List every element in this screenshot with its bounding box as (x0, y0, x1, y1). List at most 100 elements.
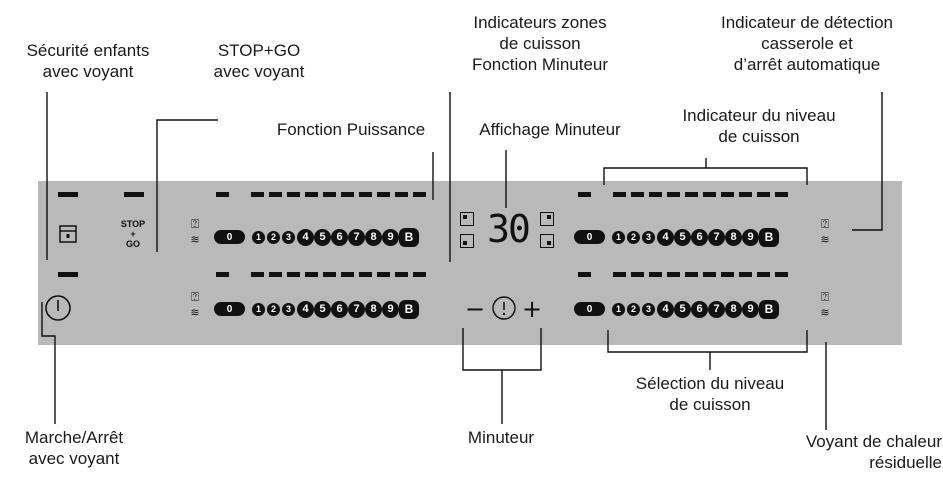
slider-zero-pill[interactable]: 0 (214, 230, 245, 244)
stop-go-line-go: GO (125, 239, 140, 249)
timer-display: 30 (487, 207, 531, 251)
leader-niveau-bracket (603, 167, 808, 185)
level-bar-segment (739, 192, 752, 197)
label-indicateurs-zones: Indicateurs zones de cuisson Fonction Mi… (440, 12, 640, 75)
lock-icon (59, 225, 77, 243)
slider-level-1[interactable]: 1 (612, 230, 625, 244)
slider-level-6[interactable]: 6 (691, 228, 708, 246)
level-bar-segment (216, 272, 229, 277)
slider-level-1[interactable]: 1 (252, 230, 265, 244)
slider-level-B[interactable]: B (759, 227, 779, 247)
slider-level-5[interactable]: 5 (314, 300, 331, 318)
slider-level-B[interactable]: B (399, 299, 419, 319)
slider-zero-pill[interactable]: 0 (574, 302, 605, 316)
slider-level-8[interactable]: 8 (725, 228, 742, 246)
label-securite-line2: avec voyant (42, 62, 134, 81)
label-minuteur: Minuteur (448, 427, 554, 448)
slider-level-2[interactable]: 2 (627, 302, 640, 316)
label-detection-casserole: Indicateur de détection casserole et d’a… (672, 12, 942, 75)
slider-level-5[interactable]: 5 (314, 228, 331, 246)
label-detection-line2: casserole et (761, 34, 853, 53)
level-bar-segment (703, 272, 716, 277)
pan-detection-icon-zone2: ⍰ (821, 217, 829, 232)
slider-level-4[interactable]: 4 (657, 300, 674, 318)
timer-zone-indicator-left-top (460, 212, 474, 226)
level-bar-segment (649, 192, 662, 197)
child-lock-button[interactable] (58, 224, 78, 244)
leader-detection (852, 92, 883, 231)
level-bar-segment (251, 192, 264, 197)
slider-level-B[interactable]: B (759, 299, 779, 319)
level-bars-zone4 (578, 272, 793, 277)
slider-level-5[interactable]: 5 (674, 300, 691, 318)
timer-minus-button[interactable]: − (464, 295, 486, 323)
slider-level-6[interactable]: 6 (331, 300, 348, 318)
slider-level-4[interactable]: 4 (297, 300, 314, 318)
slider-level-8[interactable]: 8 (365, 228, 382, 246)
slider-level-8[interactable]: 8 (725, 300, 742, 318)
label-selection-niveau: Sélection du niveau de cuisson (600, 373, 820, 415)
label-niveau-line2: de cuisson (718, 127, 800, 146)
level-bar-segment (631, 192, 644, 197)
level-bars-zone1 (216, 192, 431, 197)
level-bar-segment (305, 192, 318, 197)
slider-level-7[interactable]: 7 (348, 228, 365, 246)
pan-detection-icon-zone3: ⍰ (191, 290, 199, 305)
level-bar-segment (305, 272, 318, 277)
power-button[interactable] (44, 294, 72, 322)
slider-level-6[interactable]: 6 (691, 300, 708, 318)
slider-level-3[interactable]: 3 (282, 302, 295, 316)
child-lock-indicator (58, 192, 78, 197)
slider-level-7[interactable]: 7 (708, 228, 725, 246)
stop-go-button[interactable]: STOP + GO (114, 219, 152, 249)
slider-level-4[interactable]: 4 (657, 228, 674, 246)
level-bar-segment (613, 192, 626, 197)
slider-level-9[interactable]: 9 (382, 228, 399, 246)
slider-level-B[interactable]: B (399, 227, 419, 247)
timer-plus-button[interactable]: + (521, 295, 543, 323)
slider-level-7[interactable]: 7 (348, 300, 365, 318)
level-bar-segment (613, 272, 626, 277)
level-bar-segment (667, 272, 680, 277)
slider-level-1[interactable]: 1 (252, 302, 265, 316)
stop-go-line-stop: STOP (120, 219, 146, 229)
slider-level-4[interactable]: 4 (297, 228, 314, 246)
slider-level-1[interactable]: 1 (612, 302, 625, 316)
slider-level-9[interactable]: 9 (382, 300, 399, 318)
leader-selection-bracket (607, 330, 808, 353)
slider-level-5[interactable]: 5 (674, 228, 691, 246)
slider-zero-pill[interactable]: 0 (574, 230, 605, 244)
power-indicator (58, 272, 78, 277)
level-bar-segment (775, 272, 788, 277)
residual-heat-icon-zone1: ≋ (190, 233, 200, 246)
slider-level-9[interactable]: 9 (742, 300, 759, 318)
level-bar-segment (287, 272, 300, 277)
slider-level-2[interactable]: 2 (267, 230, 280, 244)
slider-level-3[interactable]: 3 (642, 302, 655, 316)
label-stop-go-line2: avec voyant (213, 62, 305, 81)
label-indicateurs-line1: Indicateurs zones (473, 13, 607, 32)
slider-level-3[interactable]: 3 (282, 230, 295, 244)
pan-detection-icon-zone4: ⍰ (821, 290, 829, 305)
slider-level-7[interactable]: 7 (708, 300, 725, 318)
slider-level-2[interactable]: 2 (627, 230, 640, 244)
level-bar-segment (685, 192, 698, 197)
label-stop-go: STOP+GO avec voyant (196, 40, 322, 82)
timer-button[interactable] (491, 295, 517, 321)
leader-marche (41, 302, 56, 424)
slider-level-8[interactable]: 8 (365, 300, 382, 318)
slider-zero-pill[interactable]: 0 (214, 302, 245, 316)
label-marche-arret: Marche/Arrêt avec voyant (4, 427, 144, 469)
label-puissance-text: Fonction Puissance (276, 120, 426, 139)
level-bar-segment (323, 192, 336, 197)
slider-level-3[interactable]: 3 (642, 230, 655, 244)
slider-level-2[interactable]: 2 (267, 302, 280, 316)
control-panel (38, 181, 902, 345)
slider-level-9[interactable]: 9 (742, 228, 759, 246)
slider-level-6[interactable]: 6 (331, 228, 348, 246)
timer-zone-indicator-left-bottom (460, 234, 474, 248)
